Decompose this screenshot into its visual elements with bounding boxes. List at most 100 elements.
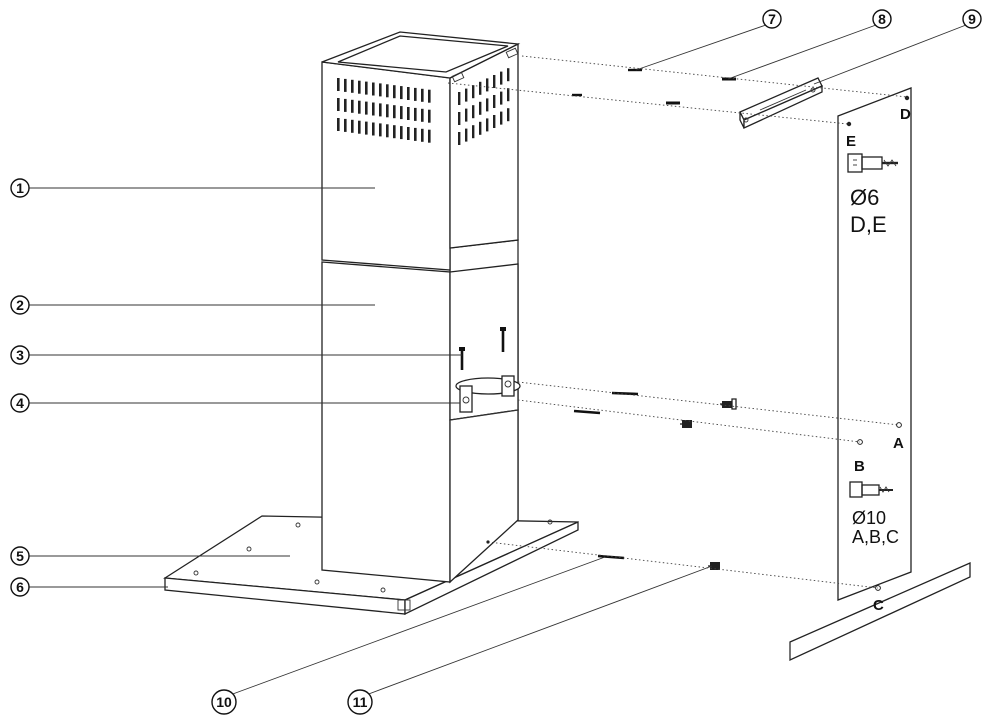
wall-bracket — [739, 77, 823, 130]
drill-icon — [847, 153, 898, 173]
vent-slot — [428, 89, 431, 103]
drill-icon — [849, 481, 893, 498]
vent-slot — [358, 100, 361, 114]
vent-slot — [407, 127, 410, 140]
callout-9: 9 — [962, 9, 982, 29]
vent-slot — [365, 81, 368, 95]
callout-11: 11 — [347, 689, 373, 715]
vent-slot — [407, 87, 410, 100]
wall — [789, 87, 971, 662]
vent-slot — [337, 98, 340, 111]
point-label-e: E — [846, 133, 856, 150]
vent-slot — [393, 85, 396, 99]
vent-slot — [372, 122, 375, 136]
point-label-c: C — [873, 597, 884, 614]
vent-slot — [458, 112, 461, 125]
vent-slot — [344, 98, 347, 112]
wall-holes — [486, 95, 910, 591]
callout-10: 10 — [211, 689, 237, 715]
drill-diameter-upper: Ø6 — [850, 185, 879, 210]
vent-slot — [393, 105, 396, 119]
vent-slot — [351, 79, 354, 93]
vent-slot — [428, 129, 431, 143]
vent-slot — [358, 80, 361, 94]
vent-slot — [458, 132, 461, 145]
svg-text:10: 10 — [216, 694, 232, 710]
vent-slot — [400, 126, 403, 140]
vent-slot — [500, 91, 503, 105]
svg-text:11: 11 — [353, 694, 368, 710]
vent-slot — [337, 118, 340, 131]
vent-slot — [400, 106, 403, 120]
vent-slot — [337, 78, 340, 91]
vent-slot — [358, 120, 361, 134]
callout-2: 2 — [10, 295, 30, 315]
vent-slot — [486, 98, 489, 112]
svg-text:8: 8 — [878, 11, 886, 27]
vent-slot — [386, 104, 389, 118]
point-label-b: B — [854, 458, 865, 475]
vent-slot — [500, 71, 503, 85]
upper-chimney — [321, 31, 521, 271]
vent-slot — [393, 125, 396, 139]
drill-diameter-lower: Ø10 — [852, 508, 886, 528]
point-label-d: D — [900, 106, 911, 123]
callout-6: 6 — [10, 577, 30, 597]
vent-slot — [351, 119, 354, 133]
vent-slot — [479, 81, 482, 95]
callout-5: 5 — [10, 546, 30, 566]
lower-chimney — [321, 261, 519, 584]
callout-3: 3 — [10, 345, 30, 365]
vent-slot — [421, 108, 424, 122]
vent-slot — [407, 107, 410, 120]
callout-8: 8 — [872, 9, 892, 29]
vent-slot — [386, 124, 389, 138]
vent-slot — [472, 125, 475, 139]
vent-slot — [493, 95, 496, 108]
vent-slot — [486, 78, 489, 92]
svg-text:9: 9 — [968, 11, 976, 27]
svg-text:7: 7 — [768, 11, 776, 27]
vent-slot — [458, 92, 461, 105]
vent-slot — [507, 68, 510, 82]
vent-slot — [379, 83, 382, 97]
vent-slot — [465, 128, 468, 142]
lower-fixings — [573, 391, 737, 570]
leader-lines — [28, 24, 967, 696]
side-vent-slots — [458, 68, 510, 145]
alignment-lines — [447, 55, 908, 589]
callout-7: 7 — [762, 9, 782, 29]
vent-slot — [465, 108, 468, 122]
vent-slot — [365, 121, 368, 135]
vent-slot — [500, 111, 503, 125]
vent-slot — [414, 127, 417, 141]
vent-slot — [465, 88, 468, 102]
drill-holes-upper: D,E — [850, 212, 887, 237]
svg-text:5: 5 — [16, 548, 24, 564]
svg-text:4: 4 — [16, 395, 24, 411]
duct-collar — [455, 375, 521, 413]
vent-slot — [472, 85, 475, 99]
vent-slot — [414, 107, 417, 121]
svg-text:6: 6 — [16, 579, 24, 595]
vent-slot — [486, 118, 489, 132]
vent-slot — [379, 103, 382, 117]
vent-slot — [414, 87, 417, 101]
vent-slot — [428, 109, 431, 123]
callout-4: 4 — [10, 393, 30, 413]
svg-text:2: 2 — [16, 297, 24, 313]
vent-slot — [507, 108, 510, 122]
svg-text:1: 1 — [16, 180, 24, 196]
drill-holes-lower: A,B,C — [852, 527, 899, 547]
svg-text:3: 3 — [16, 347, 24, 363]
vent-slot — [493, 75, 496, 88]
vent-slot — [507, 88, 510, 102]
vent-slot — [386, 84, 389, 98]
vent-slot — [344, 118, 347, 132]
chimney-screws — [459, 327, 506, 370]
vent-slot — [372, 102, 375, 116]
vent-slot — [472, 105, 475, 119]
vent-slot — [365, 101, 368, 115]
vent-slot — [479, 101, 482, 115]
